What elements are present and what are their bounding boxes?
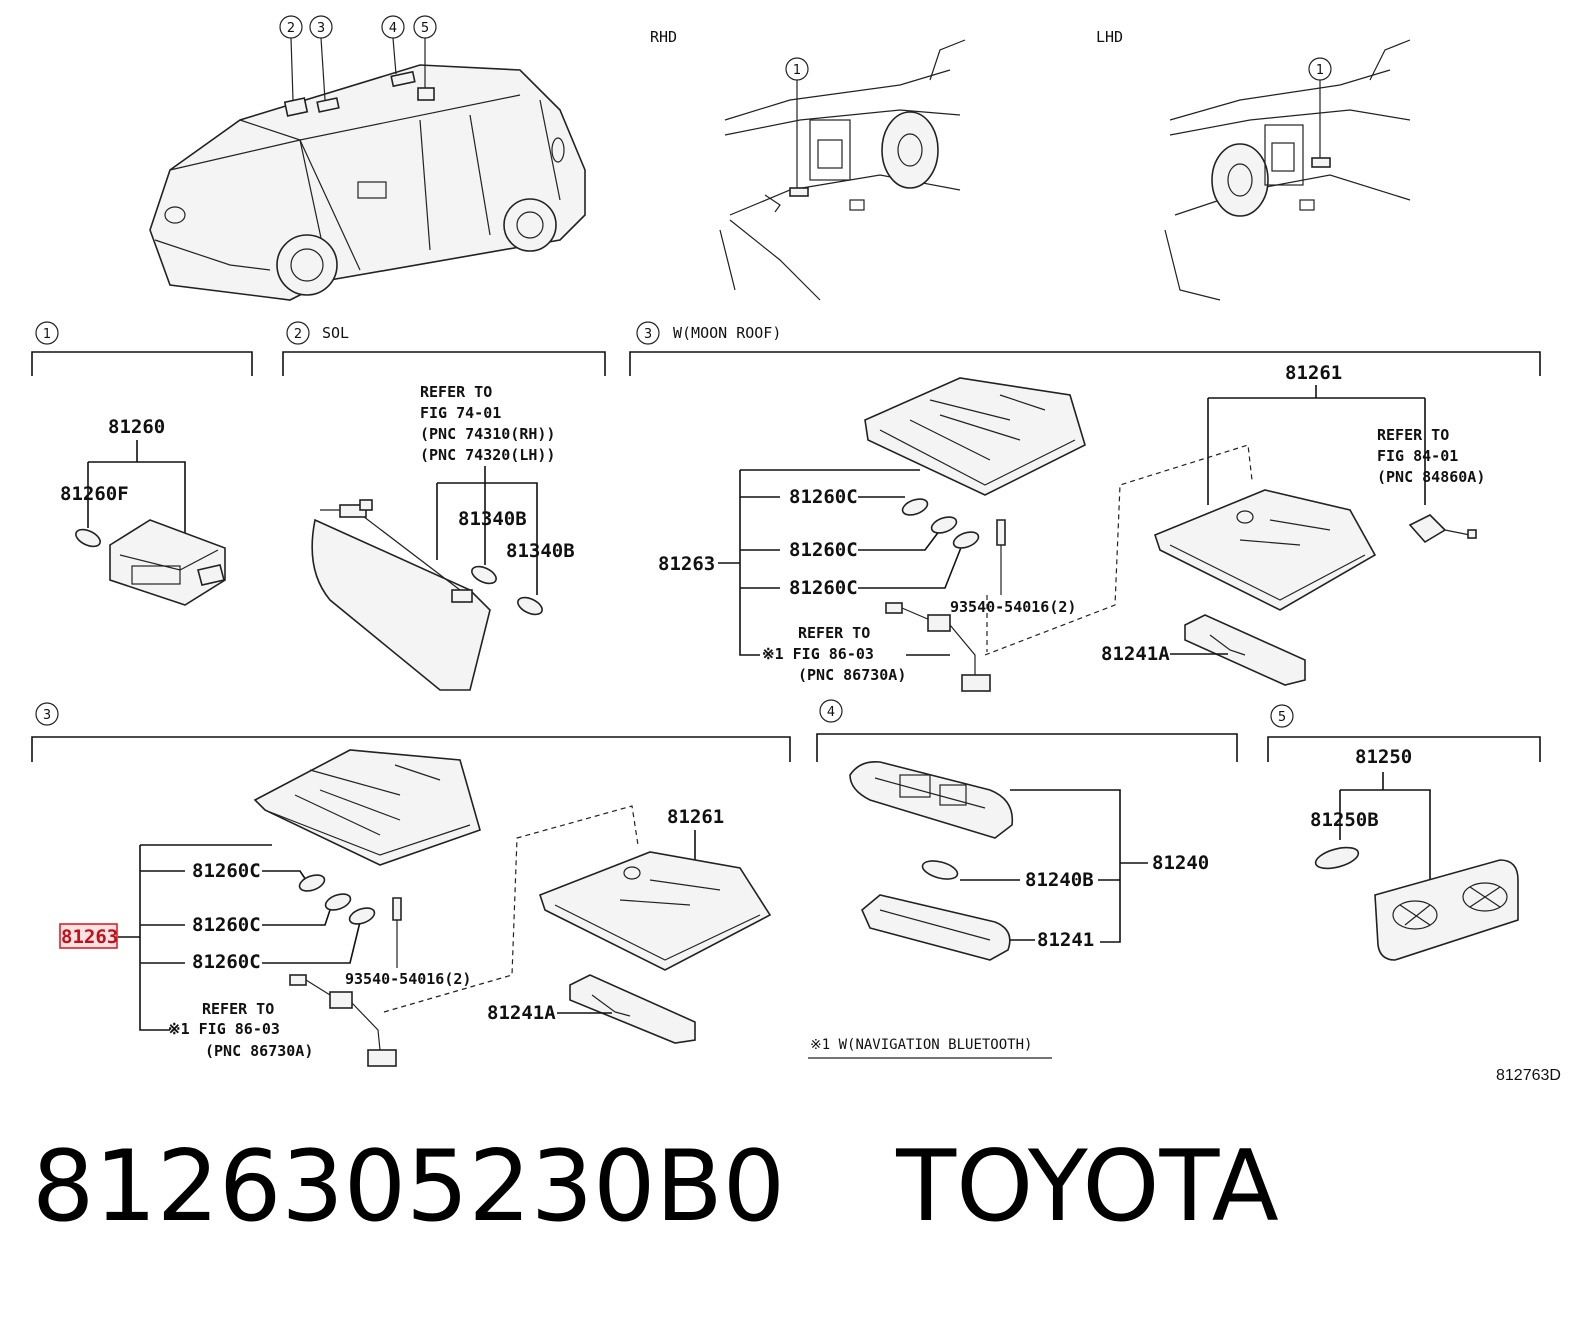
std-wire-illustration: [289, 974, 397, 1067]
svg-text:FIG 74-01: FIG 74-01: [420, 404, 501, 422]
svg-text:1: 1: [793, 63, 801, 78]
part-81240-label: 81240: [1152, 852, 1209, 874]
lhd-dashboard-illustration: [1164, 39, 1411, 301]
moonroof-switch-refer-note: REFER TO FIG 84-01 (PNC 84860A): [1377, 426, 1485, 486]
svg-text:FIG 84-01: FIG 84-01: [1377, 447, 1458, 465]
svg-text:(PNC 84860A): (PNC 84860A): [1377, 468, 1485, 486]
svg-text:2: 2: [287, 21, 295, 36]
part-81241A-label-std: 81241A: [487, 1002, 556, 1024]
rhd-callout-1: 1: [785, 57, 809, 81]
part-81241A-label-moonroof: 81241A: [1101, 643, 1170, 665]
footnote-navigation-bluetooth: ※1 W(NAVIGATION BLUETOOTH): [810, 1037, 1032, 1053]
svg-text:※1 FIG 86-03: ※1 FIG 86-03: [168, 1020, 280, 1038]
s4-lens-illustration: [861, 894, 1011, 961]
std-lens-illustration: [569, 974, 696, 1044]
s4-lamp-housing-illustration: [849, 760, 1014, 839]
moonroof-lens-illustration: [1184, 614, 1306, 686]
svg-text:1: 1: [43, 327, 51, 342]
svg-text:(PNC 86730A): (PNC 86730A): [205, 1042, 313, 1060]
part-81260C-label-moonroof-1: 81260C: [789, 486, 858, 508]
section-5-header: 5: [1267, 704, 1541, 762]
s5-bulb-illustration: [1314, 846, 1360, 870]
part-81260-label: 81260: [108, 416, 165, 438]
svg-text:4: 4: [827, 705, 835, 720]
section-4-header: 4: [816, 699, 1238, 762]
part-81261-label-std: 81261: [667, 806, 724, 828]
part-81241-label: 81241: [1037, 929, 1094, 951]
section-1-header: 1: [31, 321, 253, 376]
svg-text:1: 1: [1316, 63, 1324, 78]
car-illustration: [149, 37, 586, 301]
moonroof-bulbs-illustration: [901, 498, 1006, 595]
svg-text:3: 3: [317, 21, 325, 36]
part-number: 8126305230B0: [32, 1130, 786, 1244]
car-callout-4: 4: [381, 15, 405, 39]
car-callout-2: 2: [279, 15, 303, 39]
lhd-label: LHD: [1096, 28, 1123, 46]
part-81340B-label-b: 81340B: [506, 540, 575, 562]
svg-text:2: 2: [294, 327, 302, 342]
svg-text:REFER TO: REFER TO: [202, 1000, 274, 1018]
svg-text:※1 FIG 86-03: ※1 FIG 86-03: [762, 645, 874, 663]
svg-text:3: 3: [644, 327, 652, 342]
moonroof-housing-illustration: [1154, 489, 1377, 611]
part-81263-label-highlighted: 81263: [61, 926, 118, 948]
svg-text:4: 4: [389, 21, 397, 36]
std-wire-refer-note: REFER TO ※1 FIG 86-03 (PNC 86730A): [168, 1000, 313, 1060]
svg-text:5: 5: [1278, 710, 1286, 725]
part-number-footer: 8126305230B0 TOYOTA: [32, 1130, 1572, 1250]
part-81260C-label-std-1: 81260C: [192, 860, 261, 882]
lhd-callout-1: 1: [1308, 57, 1332, 81]
section-2-refer-note: REFER TO FIG 74-01 (PNC 74310(RH)) (PNC …: [420, 383, 555, 464]
part-93540-label-moonroof: 93540-54016(2): [950, 598, 1076, 616]
svg-text:(PNC 74320(LH)): (PNC 74320(LH)): [420, 446, 555, 464]
std-console-illustration: [253, 749, 481, 866]
moonroof-console-illustration: [864, 377, 1086, 496]
map-lamp-illustration: [75, 519, 226, 606]
part-81261-label-moonroof: 81261: [1285, 362, 1342, 384]
svg-text:(PNC 74310(RH)): (PNC 74310(RH)): [420, 425, 555, 443]
moonroof-switch-illustration: [1408, 514, 1477, 544]
rhd-label: RHD: [650, 28, 677, 46]
car-callout-3: 3: [309, 15, 333, 39]
std-bulbs-illustration: [298, 874, 402, 968]
part-93540-label-std: 93540-54016(2): [345, 970, 471, 988]
part-81260C-label-std-2: 81260C: [192, 914, 261, 936]
std-housing-illustration: [539, 851, 772, 971]
s4-bulb-illustration: [921, 860, 959, 880]
part-81260C-label-std-3: 81260C: [192, 951, 261, 973]
svg-text:REFER TO: REFER TO: [798, 624, 870, 642]
svg-text:W(MOON ROOF): W(MOON ROOF): [673, 324, 781, 342]
svg-text:SOL: SOL: [322, 324, 349, 342]
exploded-parts-diagram: 2 3 4 5 RHD 1 LHD: [31, 15, 1561, 1084]
car-callout-5: 5: [413, 15, 437, 39]
part-81340B-label-a: 81340B: [458, 508, 527, 530]
sun-visor-illustration: [311, 499, 543, 691]
part-81250-label: 81250: [1355, 746, 1412, 768]
moonroof-wire-refer-note: REFER TO ※1 FIG 86-03 (PNC 86730A): [762, 624, 906, 684]
brand-name: TOYOTA: [896, 1130, 1279, 1244]
rhd-dashboard-illustration: [719, 39, 966, 301]
svg-text:(PNC 86730A): (PNC 86730A): [798, 666, 906, 684]
part-81260C-label-moonroof-2: 81260C: [789, 539, 858, 561]
part-81260F-label: 81260F: [60, 483, 129, 505]
svg-text:3: 3: [43, 708, 51, 723]
part-81260C-label-moonroof-3: 81260C: [789, 577, 858, 599]
figure-code: 812763D: [1496, 1067, 1561, 1084]
section-3-header: 3: [31, 702, 791, 762]
part-81240B-label: 81240B: [1025, 869, 1094, 891]
part-81263-label-moonroof: 81263: [658, 553, 715, 575]
part-81250B-label: 81250B: [1310, 809, 1379, 831]
part-81263-highlight-box: [59, 923, 118, 949]
section-3-moonroof-header: 3 W(MOON ROOF): [629, 321, 1541, 376]
svg-text:REFER TO: REFER TO: [1377, 426, 1449, 444]
svg-text:REFER TO: REFER TO: [420, 383, 492, 401]
s5-lamp-illustration: [1374, 859, 1519, 961]
moonroof-wire-illustration: [885, 602, 991, 692]
section-2-header: 2 SOL: [282, 321, 606, 376]
svg-text:5: 5: [421, 21, 429, 36]
